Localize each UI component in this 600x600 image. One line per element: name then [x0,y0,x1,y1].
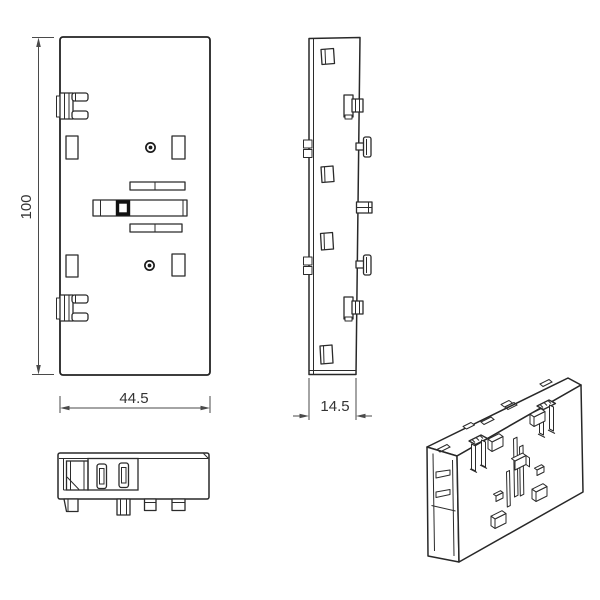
guide-bar-upper [129,181,186,191]
side-slots [319,47,336,365]
isometric-view [426,377,584,563]
side-tab-top [355,136,372,158]
bottom-tabs [63,498,186,516]
front-view [56,36,211,376]
slot-upper-left [65,135,79,160]
iso-top-details [436,378,553,453]
bottom-window [87,457,139,491]
slider-knob [115,200,131,216]
width-dimension-label: 44.5 [119,390,148,407]
hole-upper [145,142,156,153]
height-dimension-label: 100 [18,194,35,219]
iso-end-details [431,453,456,557]
iso-front-blocks [487,408,548,529]
bottom-view [57,452,210,516]
slot-lower-left [65,254,79,278]
slot-upper-right [171,135,186,160]
iso-slider [506,436,530,508]
slider-assembly [92,199,188,217]
front-clip-top [56,92,89,120]
side-tab-middle [355,201,373,214]
front-clip-bottom [56,294,89,322]
guide-bar-lower [129,223,183,233]
slot-lower-right [171,253,186,277]
side-view [303,36,373,376]
side-clip-bottom [343,296,364,322]
side-bumps-left [303,139,313,275]
iso-clip-left [468,434,489,473]
hole-lower [144,260,155,271]
depth-dimension-label: 14.5 [320,398,349,415]
dimension-width: 44.5 [59,390,211,413]
side-tab-bottom [355,254,372,276]
dimension-height: 100 [18,37,54,375]
dimension-depth: 14.5 [293,378,372,420]
side-clip-top [343,94,364,120]
